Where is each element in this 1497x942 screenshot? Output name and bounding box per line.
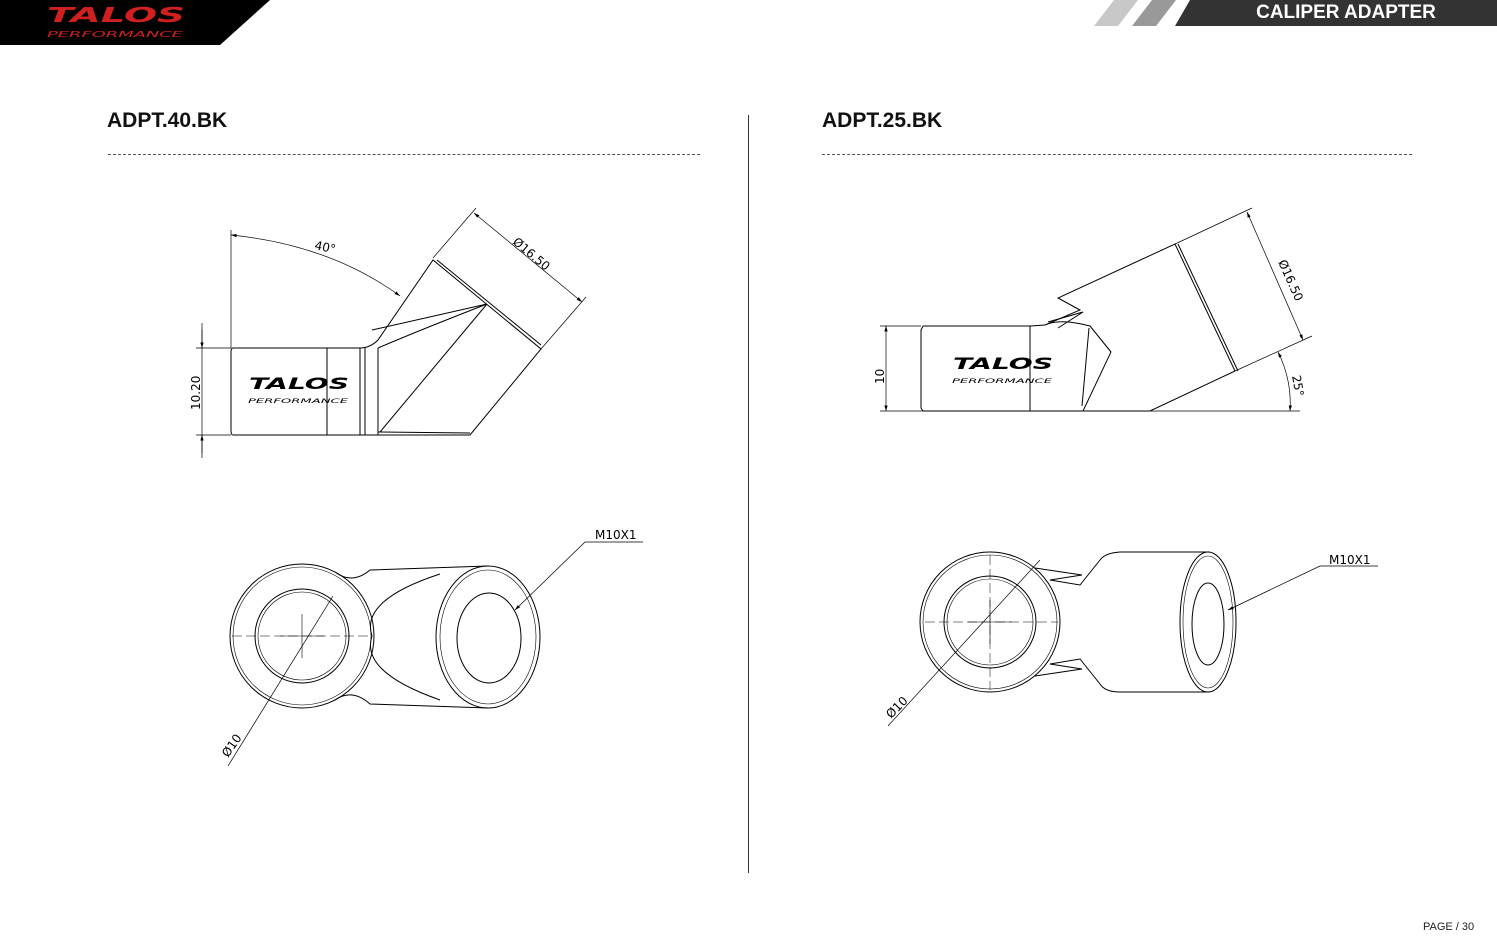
column-divider: [748, 115, 749, 873]
body-logo-main: TALOS: [249, 374, 349, 393]
product-title-right: ADPT.25.BK: [822, 109, 943, 132]
body-logo-sub: PERFORMANCE: [248, 398, 348, 405]
thread-label: M10X1: [595, 528, 636, 542]
bore-label: Ø10: [883, 694, 910, 721]
side-view-25: [880, 207, 1313, 412]
product-title-left: ADPT.40.BK: [107, 109, 228, 132]
diameter-label: Ø16.50: [1275, 258, 1306, 304]
page-number: PAGE / 30: [1423, 921, 1475, 933]
diameter-label: Ø16.50: [510, 235, 553, 274]
header-title: CALIPER ADAPTER: [1256, 2, 1436, 23]
body-logo-main: TALOS: [953, 354, 1053, 373]
dashed-separator: [108, 154, 700, 155]
angle-label: 40°: [313, 238, 337, 256]
side-view-40: [196, 207, 587, 458]
logo-sub-text: PERFORMANCE: [47, 30, 185, 39]
angle-label: 25°: [1289, 374, 1306, 397]
body-logo-sub: PERFORMANCE: [952, 378, 1052, 385]
end-view-25: [887, 551, 1378, 727]
height-label: 10: [873, 369, 887, 384]
end-view-40: [227, 541, 643, 767]
dashed-separator: [822, 154, 1412, 155]
header-stripes: [1094, 0, 1497, 26]
height-label: 10.20: [189, 376, 203, 410]
brand-logo: TALOS PERFORMANCE: [0, 0, 270, 45]
logo-main-text: TALOS: [47, 3, 185, 27]
thread-label: M10X1: [1329, 553, 1370, 567]
